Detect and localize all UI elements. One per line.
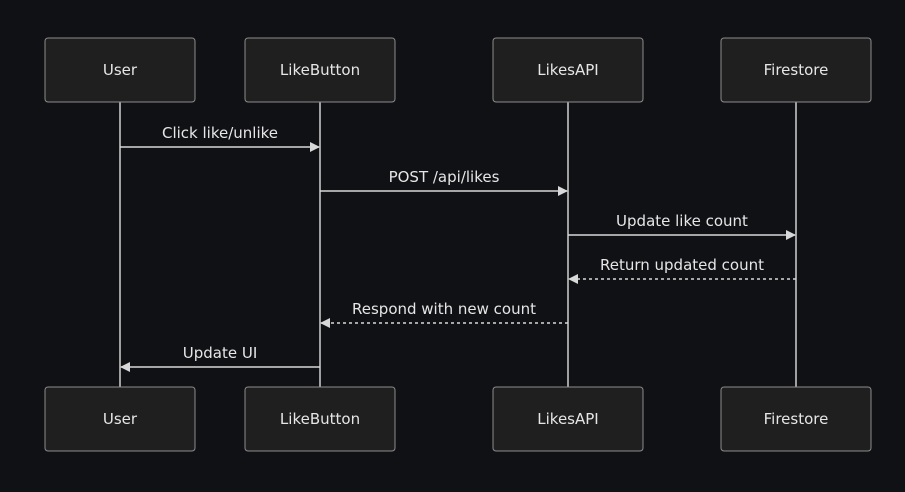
actor-label: Firestore: [764, 61, 829, 79]
message-5: Respond with new count: [320, 300, 568, 328]
actor-label: User: [103, 410, 138, 428]
message-6: Update UI: [120, 344, 320, 372]
actor-likebutton-bottom[interactable]: LikeButton: [244, 386, 396, 452]
actor-label: LikeButton: [280, 61, 360, 79]
actor-box: [492, 386, 644, 452]
actor-box: [44, 386, 196, 452]
actor-label: LikesAPI: [537, 410, 598, 428]
actor-firestore-bottom[interactable]: Firestore: [720, 386, 872, 452]
message-3: Update like count: [568, 212, 796, 240]
actor-user-bottom[interactable]: User: [44, 386, 196, 452]
message-label: Respond with new count: [352, 300, 536, 318]
actors-bottom: User LikeButton LikesAPI Firestore: [44, 386, 872, 452]
actor-user-top[interactable]: User: [44, 37, 196, 103]
message-label: Return updated count: [600, 256, 764, 274]
message-label: Click like/unlike: [162, 124, 278, 142]
actor-firestore-top[interactable]: Firestore: [720, 37, 872, 103]
actor-label: User: [103, 61, 138, 79]
message-label: Update like count: [616, 212, 748, 230]
actors-top: User LikeButton LikesAPI Firestore: [44, 37, 872, 103]
message-4: Return updated count: [568, 256, 796, 284]
actor-label: Firestore: [764, 410, 829, 428]
message-label: POST /api/likes: [389, 168, 500, 186]
actor-box: [44, 37, 196, 103]
actor-label: LikeButton: [280, 410, 360, 428]
actor-label: LikesAPI: [537, 61, 598, 79]
actor-likesapi-top[interactable]: LikesAPI: [492, 37, 644, 103]
actor-box: [492, 37, 644, 103]
actor-box: [244, 386, 396, 452]
actor-likebutton-top[interactable]: LikeButton: [244, 37, 396, 103]
actor-box: [720, 37, 872, 103]
message-2: POST /api/likes: [320, 168, 568, 196]
actor-likesapi-bottom[interactable]: LikesAPI: [492, 386, 644, 452]
actor-box: [244, 37, 396, 103]
lifelines: [119, 102, 797, 387]
message-label: Update UI: [183, 344, 258, 362]
message-1: Click like/unlike: [120, 124, 320, 152]
actor-box: [720, 386, 872, 452]
